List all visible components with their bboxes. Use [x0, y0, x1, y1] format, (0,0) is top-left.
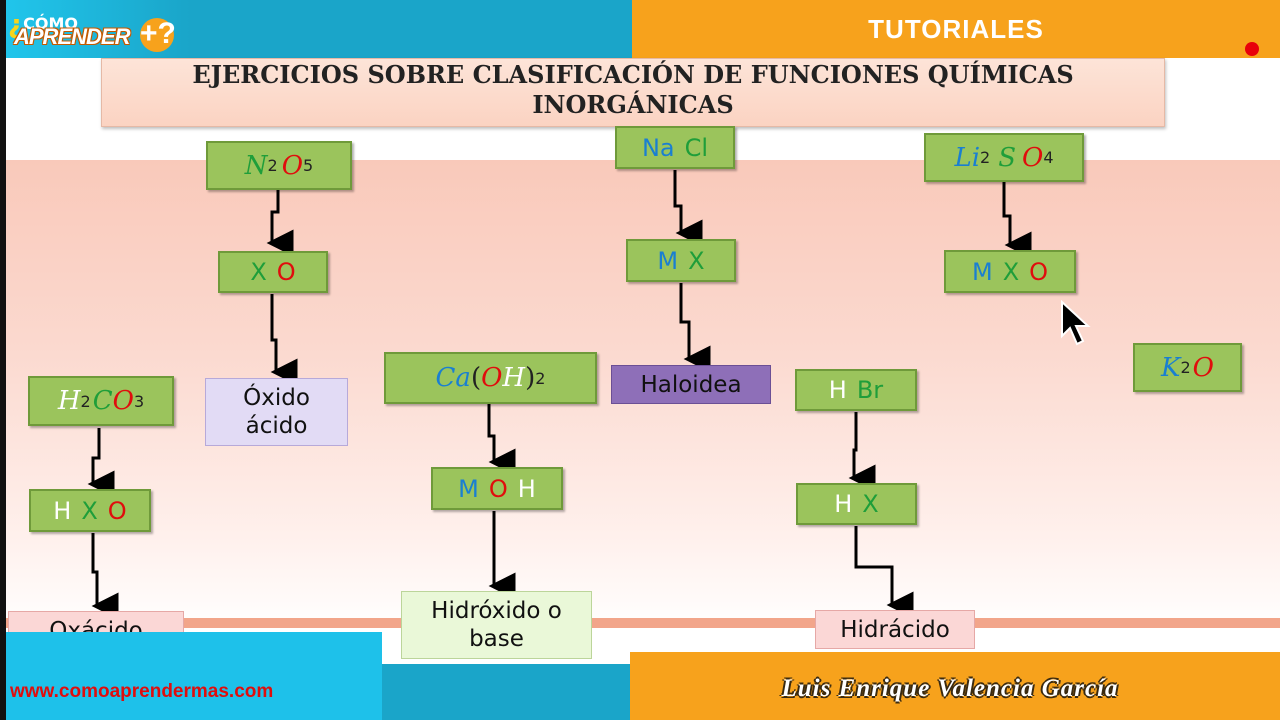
record-indicator-icon [1245, 42, 1259, 56]
footer-bar-teal [382, 664, 632, 720]
mouse-cursor-icon [1061, 300, 1091, 346]
left-edge [0, 0, 6, 720]
formula-box-caoh2: Ca ( O H )2 [384, 352, 597, 404]
website-url[interactable]: www.comoaprendermas.com [10, 681, 274, 702]
author-name: Luis Enrique Valencia García [781, 675, 1119, 702]
board-divider [6, 618, 1280, 628]
result-box-haloidea: Haloidea [611, 365, 771, 404]
page-title: EJERCICIOS SOBRE CLASIFICACIÓN DE FUNCIO… [192, 60, 1074, 119]
title-box [101, 58, 1165, 127]
logo-text-top: ¿CÓMO [8, 10, 78, 40]
logo-plus-icon: +? [140, 17, 176, 52]
pattern-box-hbr: H X [796, 483, 917, 525]
footer-bar-orange [630, 652, 1280, 720]
pattern-box-li2so4: M X O [944, 250, 1076, 293]
pattern-box-h2co3: H X O [29, 489, 151, 532]
pattern-box-n2o5: X O [218, 251, 328, 293]
pattern-box-caoh2: M O H [431, 467, 563, 510]
logo-text-main: APRENDER [14, 24, 130, 49]
formula-box-nacl: Na Cl [615, 126, 735, 169]
pattern-box-nacl: M X [626, 239, 736, 282]
section-label: TUTORIALES [868, 14, 1044, 44]
result-box-hidracido: Hidrácido [815, 610, 975, 649]
formula-box-hbr: H Br [795, 369, 917, 411]
header-bar-orange [632, 0, 1280, 58]
footer-bar-cyan [6, 632, 382, 720]
